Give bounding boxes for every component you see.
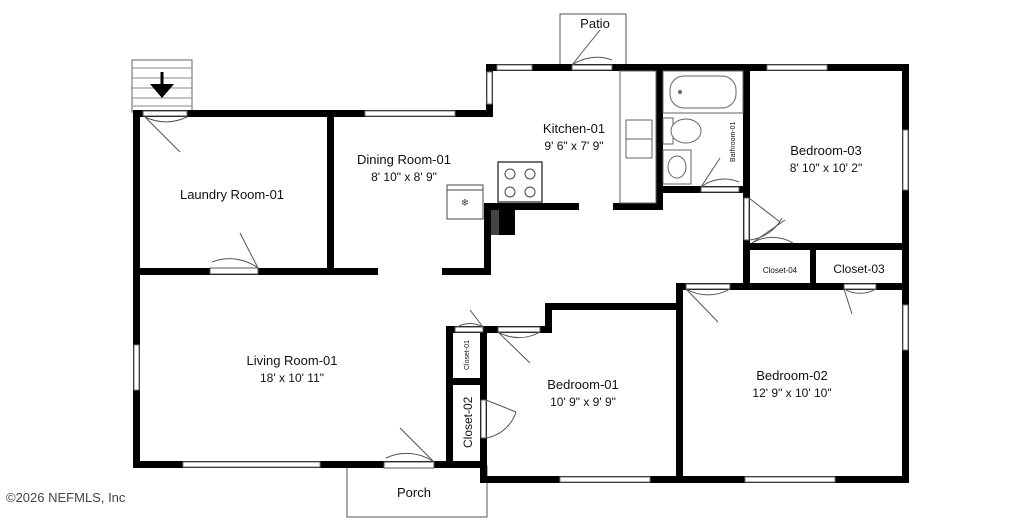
patio-label: Patio bbox=[580, 16, 610, 31]
copyright-text: ©2026 NEFMLS, Inc bbox=[6, 490, 126, 505]
dining-label: Dining Room-01 bbox=[357, 152, 451, 167]
svg-text:❄: ❄ bbox=[461, 198, 469, 209]
porch-label: Porch bbox=[397, 485, 431, 500]
closet3-label: Closet-03 bbox=[833, 262, 885, 276]
kitchen-counter bbox=[619, 70, 657, 204]
sink-icon bbox=[662, 149, 692, 185]
bedroom2-dims: 12' 9" x 10' 10" bbox=[752, 386, 831, 400]
stove-icon bbox=[497, 161, 543, 203]
bathtub-icon bbox=[662, 70, 744, 114]
bathroom-label: Bathroom-01 bbox=[730, 121, 737, 162]
porch-area bbox=[346, 465, 488, 518]
closet2-label: Closet-02 bbox=[461, 396, 475, 448]
closet4-label: Closet-04 bbox=[763, 266, 798, 275]
windows bbox=[133, 64, 909, 483]
refrigerator-icon: ❄ bbox=[446, 184, 484, 220]
bedroom1-label: Bedroom-01 bbox=[547, 377, 619, 392]
living-label: Living Room-01 bbox=[246, 353, 337, 368]
stairs-down bbox=[490, 203, 515, 235]
kitchen-label: Kitchen-01 bbox=[543, 121, 605, 136]
bedroom1-dims: 10' 9" x 9' 9" bbox=[550, 395, 616, 409]
laundry-label: Laundry Room-01 bbox=[180, 187, 284, 202]
entry-stair bbox=[131, 59, 193, 113]
living-dims: 18' x 10' 11" bbox=[260, 371, 324, 385]
closet1-label: Closet-01 bbox=[464, 340, 471, 370]
bedroom3-label: Bedroom-03 bbox=[790, 143, 862, 158]
kitchen-dims: 9' 6" x 7' 9" bbox=[544, 139, 603, 153]
bedroom3-dims: 8' 10" x 10' 2" bbox=[790, 161, 862, 175]
dining-dims: 8' 10" x 8' 9" bbox=[371, 170, 437, 184]
down-arrow-icon bbox=[150, 72, 174, 98]
bedroom2-label: Bedroom-02 bbox=[756, 368, 828, 383]
doors bbox=[142, 29, 877, 469]
toilet-icon bbox=[662, 117, 702, 145]
patio-area bbox=[559, 13, 627, 71]
